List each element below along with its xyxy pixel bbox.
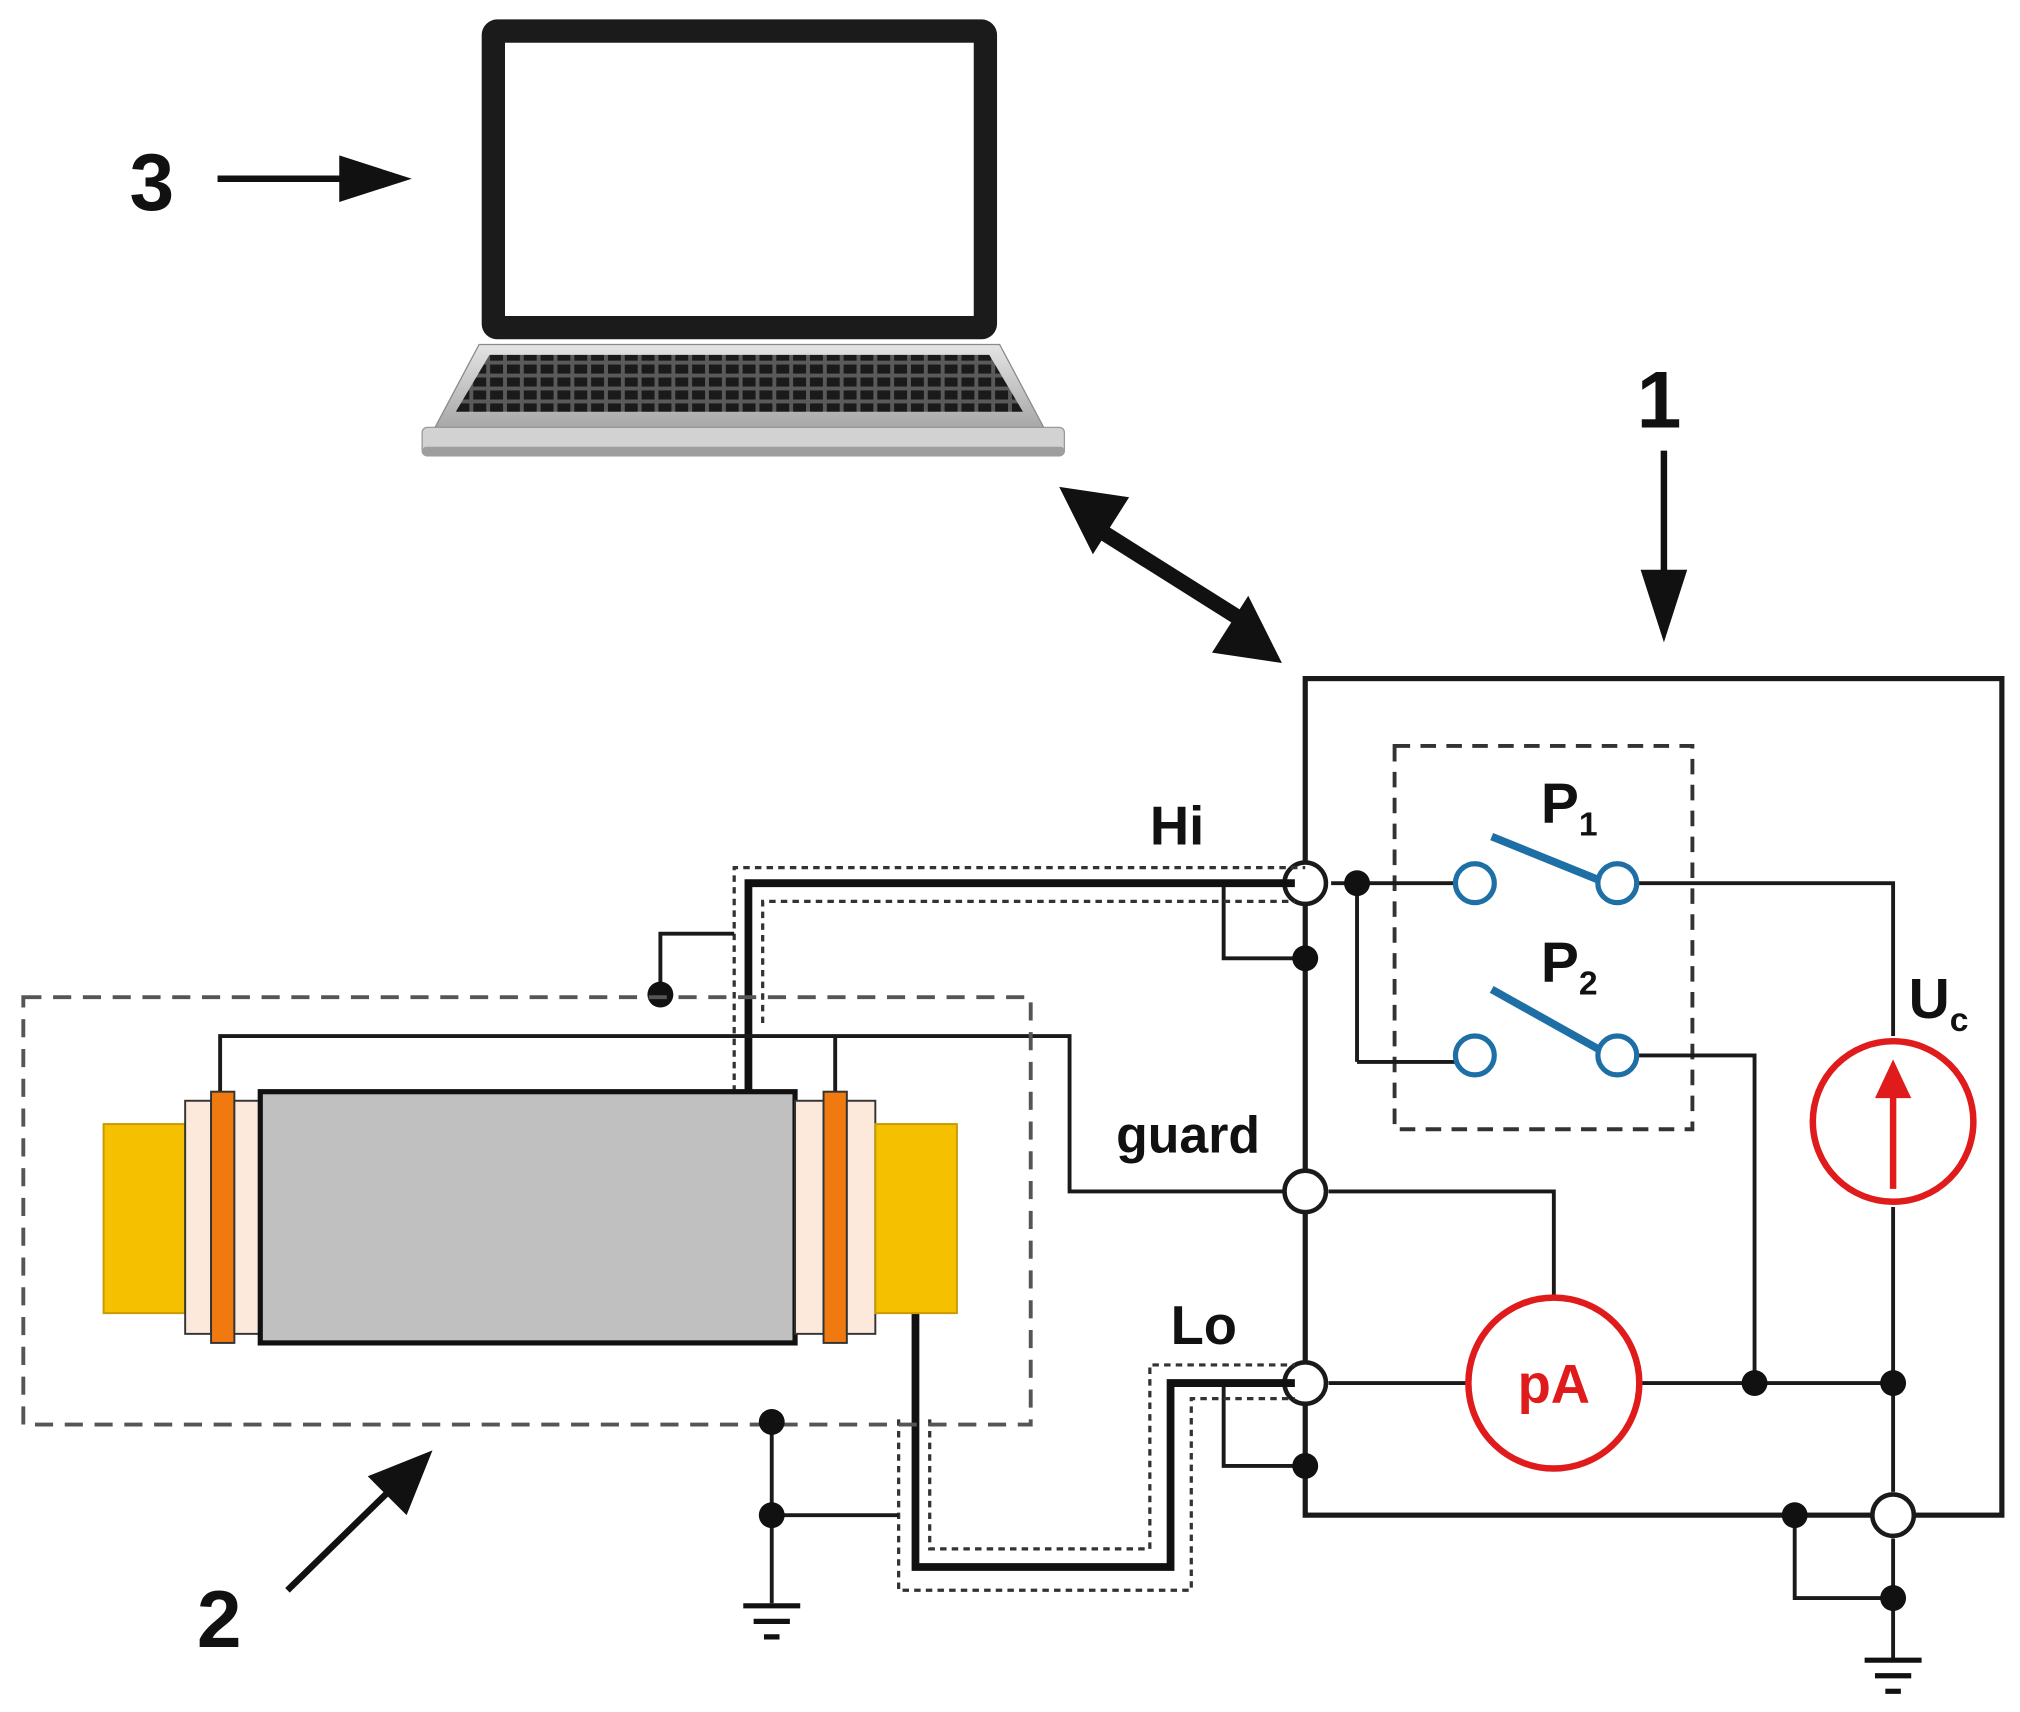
sample-assembly (102, 1089, 958, 1346)
guard-label: guard (1116, 1106, 1260, 1164)
hi-label: Hi (1150, 795, 1204, 856)
guard-wire (218, 931, 1285, 1194)
sample-callout-number: 2 (197, 1575, 242, 1665)
ground-icon (743, 1603, 801, 1640)
switch-p2-label: P2 (1541, 931, 1598, 1003)
computer-callout-number: 3 (129, 138, 174, 228)
double-arrow-icon (1059, 486, 1282, 664)
switch-p2 (1452, 985, 1640, 1078)
guard-terminal (1282, 1168, 1329, 1215)
ammeter-label: pA (1518, 1353, 1590, 1414)
terminals (1282, 860, 1917, 1539)
sample-callout-arrow (285, 1450, 433, 1593)
hi-shielded-cable (732, 866, 1306, 1092)
ground-icon (1864, 1657, 1922, 1694)
switch-group-box (1392, 743, 1695, 1132)
voltage-source-label: Uc (1909, 967, 1969, 1039)
lo-label: Lo (1171, 1295, 1237, 1356)
voltage-source-icon (1809, 1037, 1977, 1206)
switch-p1-label: P1 (1541, 771, 1598, 843)
meter-wiring (1221, 881, 1896, 1661)
ground-terminal (1870, 1492, 1917, 1539)
computer-callout-arrow (217, 155, 412, 203)
ammeter-icon (1465, 1294, 1643, 1472)
laptop-icon (421, 19, 1066, 457)
shield-junction (647, 981, 674, 1008)
sample-junctions (758, 1408, 785, 1529)
switch-p1 (1452, 832, 1640, 906)
meter-callout-number: 1 (1637, 355, 1682, 445)
meter-callout-arrow (1640, 450, 1688, 643)
sample-ground-wiring (769, 1421, 899, 1604)
meter-junctions (1292, 870, 1907, 1611)
lo-shielded-cable (897, 1313, 1295, 1592)
